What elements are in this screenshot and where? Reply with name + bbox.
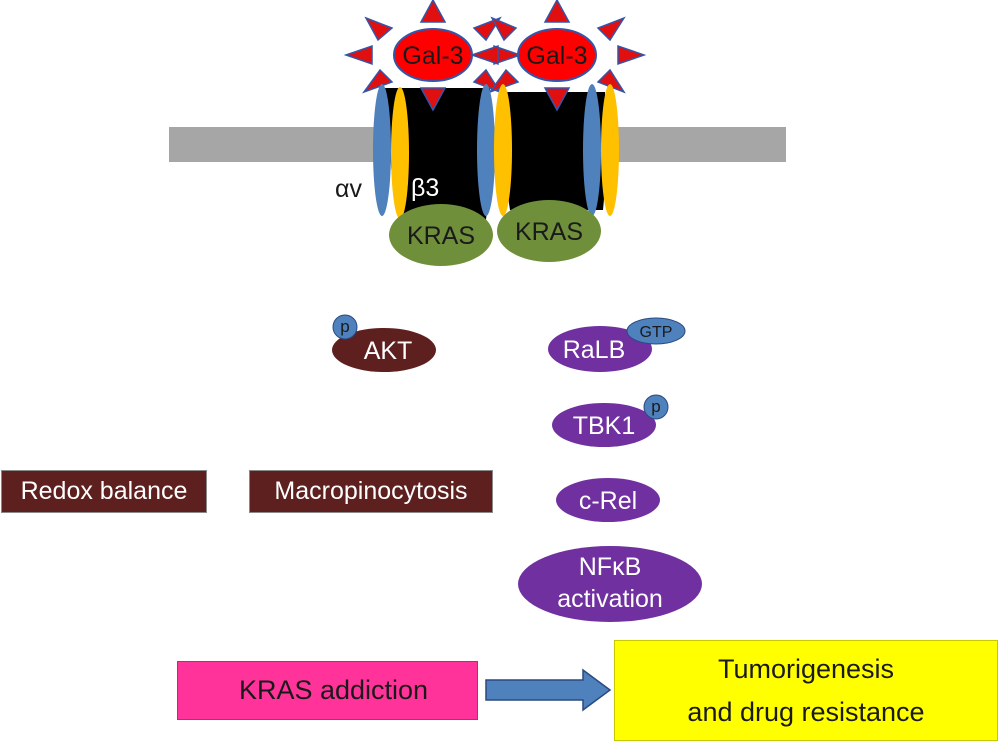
tumorigenesis-box: Tumorigenesis and drug resistance [614, 640, 998, 741]
kras-node-left [389, 204, 493, 266]
ralb-node [548, 326, 652, 372]
nfkb-label-line1: NFκB [579, 553, 642, 581]
nfkb-node [518, 546, 702, 622]
beta-3-integrin-3 [601, 84, 619, 216]
gal3-star-left [343, 0, 523, 112]
gal3-label-left: Gal-3 [402, 42, 463, 70]
akt-node [332, 328, 436, 372]
alpha-v-label: αv [335, 175, 362, 203]
crel-label: c-Rel [579, 487, 637, 515]
alpha-v-integrin-1 [373, 84, 391, 216]
kras-node-right [497, 200, 601, 262]
beta-3-label: β3 [411, 174, 439, 202]
gal3-body-right [517, 28, 597, 82]
alpha-v-integrin-3 [583, 84, 601, 216]
tbk1-phospho-badge [643, 394, 669, 420]
akt-label: AKT [364, 337, 413, 365]
addiction-to-tumorigenesis-arrow [485, 668, 612, 712]
akt-phospho-badge [332, 314, 358, 340]
integrin-cytoplasmic-domain-right [503, 92, 607, 210]
gal3-star-right [469, 0, 647, 112]
tbk1-node [552, 403, 656, 447]
kras-addiction-box: KRAS addiction [177, 661, 478, 720]
macropinocytosis-label: Macropinocytosis [274, 477, 468, 505]
tbk1-label: TBK1 [573, 412, 636, 440]
kras-addiction-label: KRAS addiction [238, 675, 429, 705]
macropinocytosis-box: Macropinocytosis [249, 470, 493, 513]
redox-balance-box: Redox balance [1, 470, 207, 513]
tumorigenesis-label-line1: Tumorigenesis [717, 653, 895, 684]
ralb-gtp-label: GTP [640, 324, 673, 341]
tumorigenesis-label-line2: and drug resistance [687, 696, 925, 727]
integrin-cytoplasmic-domain-left [385, 88, 491, 220]
alpha-v-integrin-2 [477, 84, 495, 216]
nfkb-label-line2: activation [557, 585, 663, 613]
akt-phospho-label: p [340, 317, 349, 336]
ralb-label: RaLB [563, 336, 626, 364]
beta-3-integrin-2 [494, 84, 512, 216]
gal3-label-right: Gal-3 [526, 42, 587, 70]
crel-node [556, 478, 660, 522]
tbk1-phospho-label: p [651, 397, 660, 416]
beta-3-integrin-1 [391, 87, 409, 219]
kras-label-right: KRAS [515, 218, 583, 246]
kras-label-left: KRAS [407, 222, 475, 250]
ralb-gtp-badge [626, 317, 686, 345]
redox-balance-label: Redox balance [20, 477, 188, 505]
